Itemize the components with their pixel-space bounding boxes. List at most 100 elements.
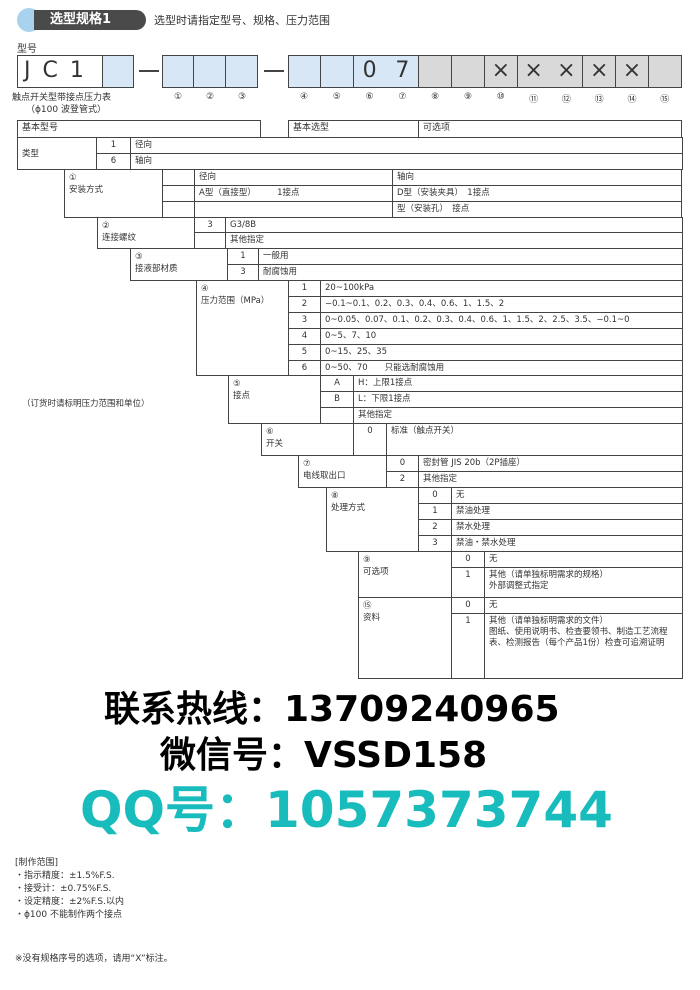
position-label: ②: [205, 92, 215, 102]
order-note: （订货时请标明压力范围和单位）: [22, 399, 150, 409]
model-box: [194, 55, 226, 88]
option-code: 0: [418, 487, 452, 504]
option-code: 2: [386, 471, 419, 488]
spec-section-0: 类型: [17, 137, 97, 170]
option-text: 其他指定: [353, 407, 683, 424]
option-text: −0.1~0.1、0.2、0.3、0.4、0.6、1、1.5、2: [320, 296, 683, 313]
option-code: 0: [451, 551, 485, 568]
section-label: 处理方式: [331, 503, 366, 513]
option-text: 密封管 JIS 20b（2P插座）: [418, 455, 683, 472]
model-box: [648, 55, 682, 88]
option-code: [162, 201, 195, 218]
model-prefix: JC1: [17, 55, 103, 88]
option-text: A型（直接型） 1接点: [194, 185, 393, 202]
section-number: ⑨: [363, 555, 371, 565]
option-text: 无: [484, 551, 683, 568]
option-text: 无: [484, 597, 683, 614]
option-text-axial: 轴向: [392, 169, 682, 186]
option-text-axial: 型（安装孔） 接点: [392, 201, 682, 218]
model-caption-line1: 触点开关型带接点压力表: [12, 93, 112, 103]
option-code: 3: [194, 217, 226, 233]
watermark-wechat: 微信号：VSSD158: [160, 735, 488, 776]
option-text: 标准（触点开关）: [386, 423, 683, 456]
dash-separator: [264, 70, 284, 72]
header-basic-selection: 基本选型: [288, 120, 419, 138]
option-code: A: [320, 375, 354, 392]
section-label: 电线取出口: [303, 471, 346, 481]
position-label: ④: [299, 92, 309, 102]
option-text: 轴向: [130, 153, 683, 170]
option-code: 0: [386, 455, 419, 472]
model-box: [419, 55, 453, 88]
model-box: ×: [550, 55, 584, 88]
option-text: 0~5、7、10: [320, 328, 683, 345]
section-number: ⑧: [331, 491, 339, 501]
option-code: 0: [353, 423, 387, 456]
position-label: ⑥: [365, 92, 374, 102]
option-code: [162, 185, 195, 202]
option-text: 其他（请单独标明需求的规格） 外部调整式指定: [484, 567, 683, 598]
option-text: 0~0.05、0.07、0.1、0.2、0.3、0.4、0.6、1、1.5、2、…: [320, 312, 683, 329]
position-label: ⑪: [529, 95, 539, 105]
position-label: ⑧: [431, 92, 440, 102]
header-basic-model: 基本型号: [17, 120, 261, 138]
option-text: G3/8B: [225, 217, 683, 233]
option-code: 1: [288, 280, 321, 297]
option-code: 0: [451, 597, 485, 614]
section-subtitle: 选型时请指定型号、规格、压力范围: [154, 14, 330, 27]
section-title: 选型规格1: [34, 10, 146, 30]
option-code: 3: [227, 264, 259, 281]
section-number: ①: [69, 173, 77, 183]
model-box: [320, 55, 354, 88]
section-number: ②: [102, 221, 110, 231]
section-label: 类型: [22, 149, 40, 159]
option-code: 2: [418, 519, 452, 536]
option-code: B: [320, 391, 354, 408]
option-code: [194, 232, 226, 249]
option-text: 禁水处理: [451, 519, 683, 536]
footer-item: ・ϕ100 不能制作两个接点: [15, 910, 122, 920]
option-text: 其他指定: [418, 471, 683, 488]
position-label: ⑫: [561, 95, 571, 105]
option-text: [194, 201, 393, 218]
option-text: H：上限1接点: [353, 375, 683, 392]
option-code: 1: [451, 567, 485, 598]
position-label: ⑮: [660, 95, 670, 105]
position-label: ⑨: [463, 92, 473, 102]
section-number: ④: [201, 284, 209, 294]
model-box-suffix: [103, 55, 134, 88]
option-text: 禁油・禁水处理: [451, 535, 683, 552]
model-box: [162, 55, 194, 88]
footer-range: [制作范围] ・指示精度：±1.5%F.S. ・接受计：±0.75%F.S. ・…: [15, 857, 124, 922]
model-box: [288, 55, 321, 88]
option-code: [320, 407, 354, 424]
section-number: ⑤: [233, 379, 241, 389]
position-label: ①: [173, 92, 183, 102]
option-code: 1: [418, 503, 452, 520]
option-text: 径向: [194, 169, 393, 186]
position-label: ⑤: [332, 92, 341, 102]
option-text: 禁油处理: [451, 503, 683, 520]
spec-section-7: ⑦ 电线取出口: [298, 455, 387, 488]
dash-separator: [139, 70, 159, 72]
spec-section-8: ⑧ 处理方式: [326, 487, 419, 552]
option-code: 2: [288, 296, 321, 313]
model-box: 0: [353, 55, 387, 88]
option-text: 20~100kPa: [320, 280, 683, 297]
section-number: ⑦: [303, 459, 311, 469]
model-label: 型号: [17, 44, 37, 55]
footer-item: ・指示精度：±1.5%F.S.: [15, 871, 115, 881]
model-box: ×: [583, 55, 617, 88]
option-code: 6: [288, 360, 321, 376]
section-label: 压力范围（MPa）: [201, 296, 270, 306]
footer-item: ・接受计：±0.75%F.S.: [15, 884, 112, 894]
watermark-hotline: 联系热线：13709240965: [104, 689, 560, 730]
footer-item: ・设定精度：±2%F.S.以内: [15, 897, 124, 907]
model-box: [452, 55, 485, 88]
